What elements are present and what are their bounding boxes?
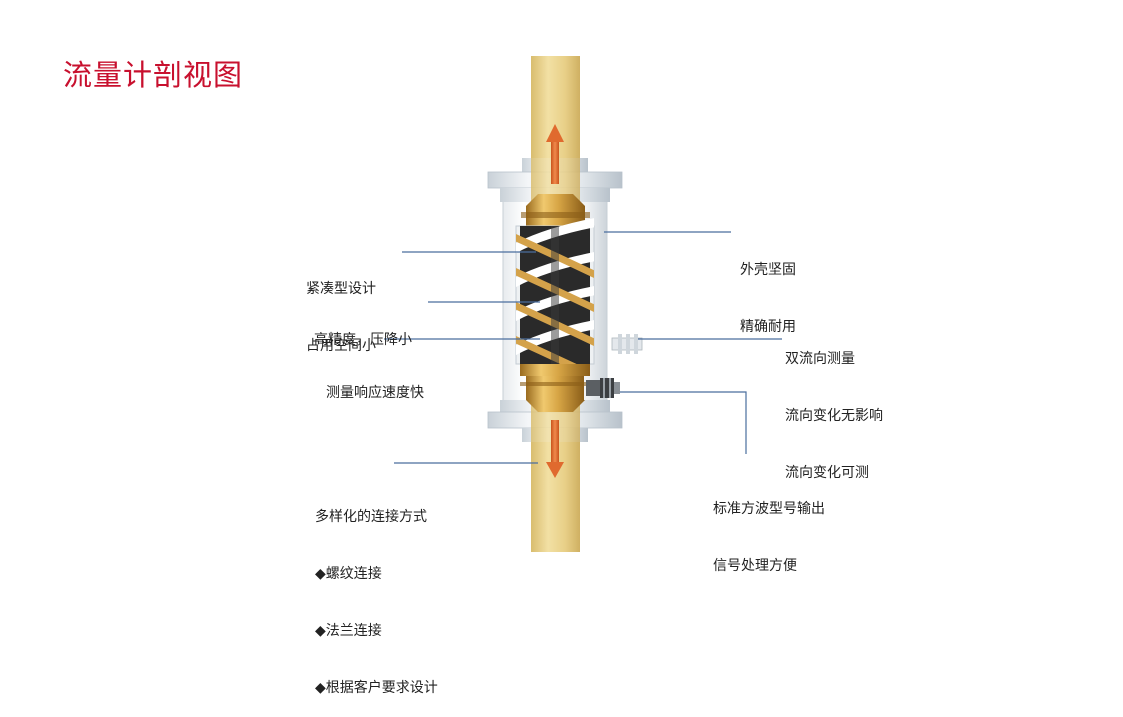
bidirectional-port-fitting: [611, 334, 643, 354]
screw-rotor-icon: [516, 218, 594, 364]
page-title: 流量计剖视图: [63, 58, 244, 92]
leader-signal: [620, 391, 747, 454]
label-bidirectional: 双流向测量 流向变化无影响 流向变化可测: [785, 351, 883, 481]
label-signal-output: 标准方波型号输出 信号处理方便: [713, 501, 825, 574]
flow-arrow-up-icon: [546, 124, 564, 184]
label-fast-response: 测量响应速度快: [326, 385, 424, 401]
lower-brass-collar: [520, 364, 590, 412]
upper-brass-collar: [521, 194, 590, 228]
flowmeter-cutaway-diagram: [384, 56, 782, 552]
label-robust-housing: 外壳坚固 精确耐用: [740, 262, 796, 335]
flow-arrow-down-icon: [546, 420, 564, 478]
label-high-precision: 高精度，压降小: [314, 332, 412, 348]
label-connection-types: 多样化的连接方式 ◆螺纹连接 ◆法兰连接 ◆根据客户要求设计: [315, 509, 438, 696]
label-compact-design: 紧凑型设计 占用空间小: [306, 281, 376, 354]
sensor-connector-icon: [586, 378, 620, 398]
